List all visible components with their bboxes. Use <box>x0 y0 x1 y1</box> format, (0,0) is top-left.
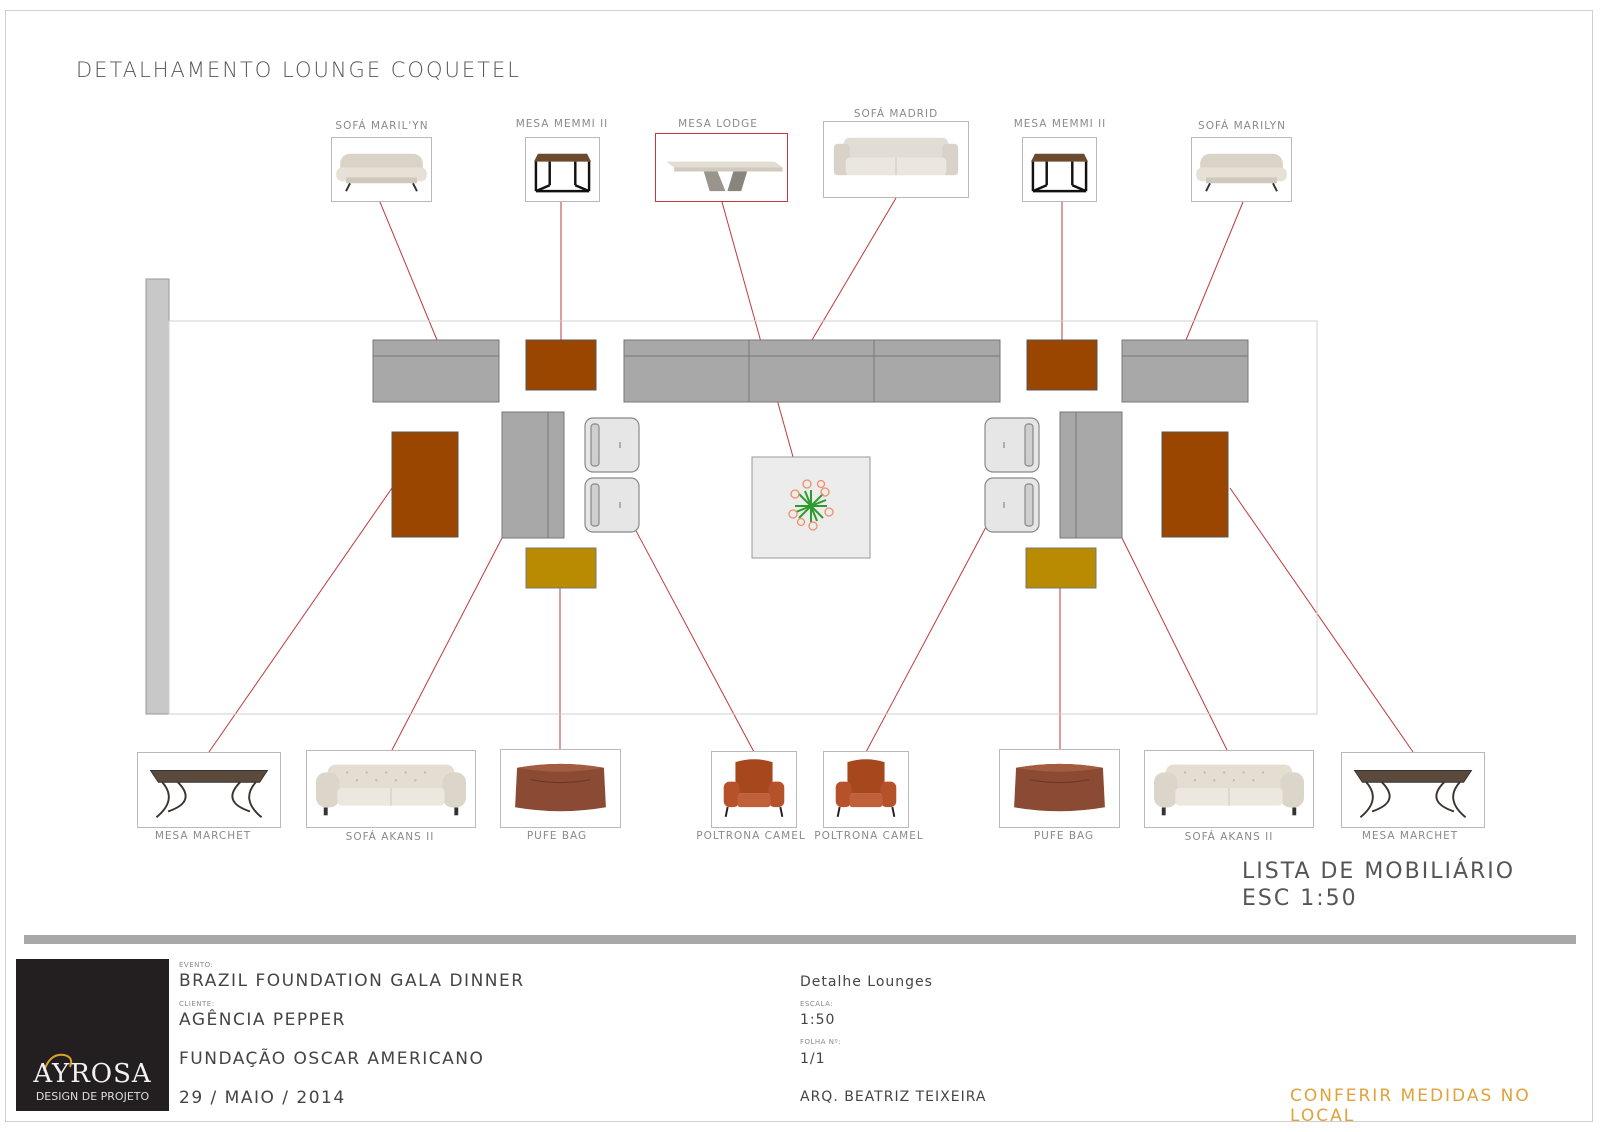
furniture-list-title: LISTA DE MOBILIÁRIO ESC 1:50 <box>1242 858 1515 912</box>
image-sofa-madrid <box>823 121 969 198</box>
title-block-divider <box>24 935 1576 944</box>
lista-line-1: LISTA DE MOBILIÁRIO <box>1242 859 1516 884</box>
image-pufe-bag-1 <box>500 749 621 828</box>
image-sofa-marilyn-1 <box>331 137 432 202</box>
leather-pouf-icon <box>515 763 606 812</box>
label-pufe-bag-2: PUFE BAG <box>1033 830 1095 842</box>
side-table-icon <box>533 153 592 193</box>
label-sofa-akans-2: SOFÁ AKANS II <box>1184 831 1274 843</box>
detalhe-value: Detalhe Lounges <box>800 974 933 990</box>
measure-warning: CONFERIR MEDIDAS NO LOCAL <box>1290 1086 1531 1126</box>
image-sofa-marilyn-2 <box>1191 137 1292 202</box>
evento-label: EVENTO: <box>179 961 214 969</box>
escala-value: 1:50 <box>800 1012 836 1028</box>
label-mesa-memmi-2: MESA MEMMI II <box>1013 118 1107 130</box>
logo-subtitle: DESIGN DE PROJETO <box>35 1090 150 1103</box>
image-mesa-memmi-1 <box>525 137 600 202</box>
image-mesa-marchet-1 <box>137 752 281 828</box>
folha-value: 1/1 <box>800 1051 826 1067</box>
label-sofa-madrid: SOFÁ MADRID <box>853 108 939 120</box>
image-sofa-akans-2 <box>1144 750 1314 828</box>
label-mesa-lodge: MESA LODGE <box>678 118 758 130</box>
tufted-sofa-icon <box>1196 153 1287 192</box>
image-poltrona-camel-2 <box>823 751 909 828</box>
cliente-label: CLIENTE: <box>179 1000 215 1008</box>
image-sofa-akans-1 <box>306 750 476 828</box>
label-sofa-marilyn-1: SOFÁ MARIL'YN <box>335 120 429 132</box>
label-sofa-marilyn-2: SOFÁ MARILYN <box>1198 120 1286 132</box>
company-logo: AYROSA DESIGN DE PROJETO <box>16 959 169 1111</box>
chesterfield-sofa-icon <box>1153 764 1305 816</box>
label-mesa-memmi-1: MESA MEMMI II <box>515 118 609 130</box>
chesterfield-sofa-icon <box>315 764 467 816</box>
image-poltrona-camel-1 <box>711 751 797 828</box>
tray-table-icon <box>1353 770 1473 819</box>
armchair-icon <box>723 759 785 818</box>
swirl-icon <box>43 1053 73 1072</box>
label-poltrona-camel-2: POLTRONA CAMEL <box>814 830 924 842</box>
evento-value: BRAZIL FOUNDATION GALA DINNER <box>179 971 525 991</box>
image-mesa-memmi-2 <box>1022 137 1097 202</box>
lista-line-2: ESC 1:50 <box>1242 886 1358 911</box>
tray-table-icon <box>149 770 269 819</box>
label-mesa-marchet-1: MESA MARCHET <box>154 830 252 842</box>
date-value: 29 / MAIO / 2014 <box>179 1088 346 1108</box>
coffee-table-icon <box>666 161 783 192</box>
drawing-title: DETALHAMENTO LOUNGE COQUETEL <box>76 58 521 82</box>
sofa-icon <box>833 137 959 176</box>
tufted-sofa-icon <box>336 153 427 192</box>
logo-brand: AYROSA <box>33 1059 152 1089</box>
leather-pouf-icon <box>1014 763 1105 812</box>
armchair-icon <box>835 759 897 818</box>
image-mesa-marchet-2 <box>1341 752 1485 828</box>
cliente-value: AGÊNCIA PEPPER <box>179 1010 346 1030</box>
drawing-sheet <box>5 10 1593 1122</box>
escala-label: ESCALA: <box>800 1000 834 1008</box>
label-sofa-akans-1: SOFÁ AKANS II <box>345 831 435 843</box>
label-mesa-marchet-2: MESA MARCHET <box>1361 830 1459 842</box>
label-poltrona-camel-1: POLTRONA CAMEL <box>696 830 806 842</box>
image-pufe-bag-2 <box>999 749 1120 828</box>
image-mesa-lodge <box>655 133 788 202</box>
folha-label: FOLHA Nº: <box>800 1038 842 1046</box>
architect-name: ARQ. BEATRIZ TEIXEIRA <box>800 1089 987 1105</box>
label-pufe-bag-1: PUFE BAG <box>526 830 588 842</box>
local-value: FUNDAÇÃO OSCAR AMERICANO <box>179 1049 485 1069</box>
side-table-icon <box>1030 153 1089 193</box>
